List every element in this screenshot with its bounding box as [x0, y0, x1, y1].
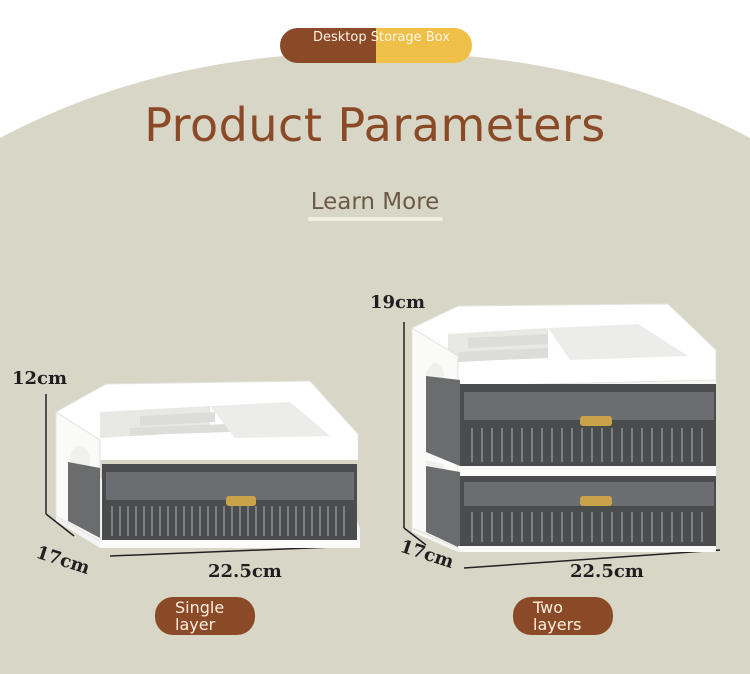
two-layers-height-label: 19cm	[370, 292, 426, 313]
category-pill-label: Desktop Storage Box	[313, 30, 450, 45]
single-layer-box-image	[45, 380, 360, 557]
two-layers-badge: Two layers	[513, 597, 613, 635]
learn-more-link[interactable]: Learn More	[310, 189, 440, 215]
single-layer-badge-label: Single layer	[175, 598, 225, 634]
two-layers-width-label: 22.5cm	[570, 561, 644, 582]
two-layers-badge-label: Two layers	[533, 598, 582, 634]
category-pill	[280, 28, 472, 63]
two-layers-box-image	[403, 303, 721, 569]
single-layer-badge: Single layer	[155, 597, 255, 635]
page-title: Product Parameters	[144, 98, 606, 152]
learn-more-underline	[308, 217, 443, 221]
single-width-label: 22.5cm	[208, 561, 282, 582]
single-height-label: 12cm	[12, 368, 68, 389]
